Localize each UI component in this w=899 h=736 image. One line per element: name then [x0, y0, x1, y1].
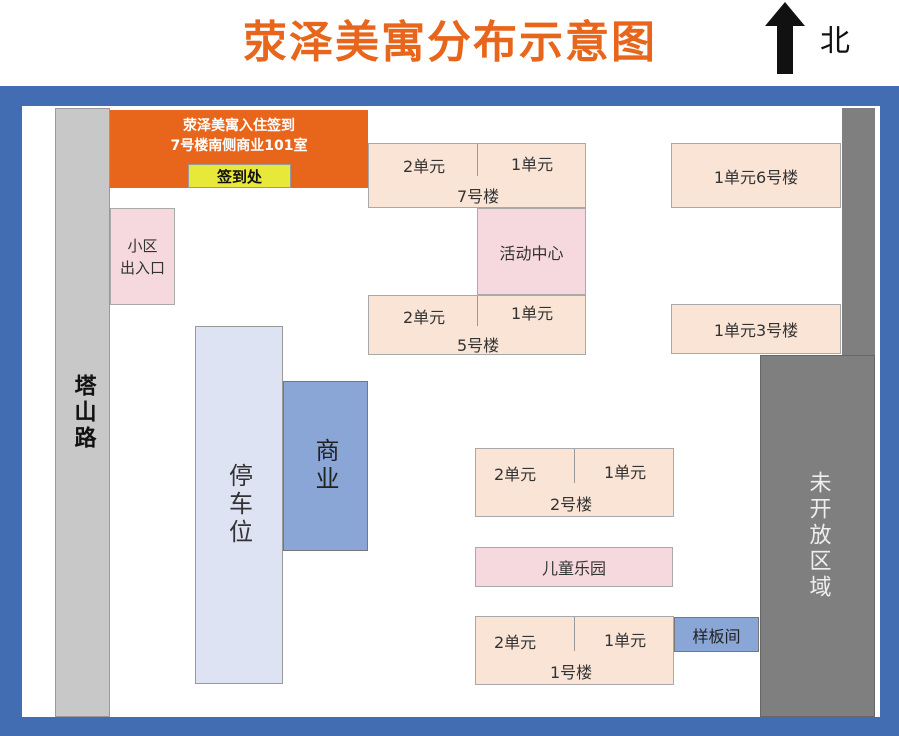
b1-unit2: 2单元	[494, 633, 537, 652]
building-6: 1单元6号楼	[671, 143, 841, 208]
building-2: 2单元 1单元 2号楼	[475, 448, 674, 517]
activity-center: 活动中心	[477, 208, 586, 295]
unopened-strip	[842, 108, 875, 358]
page-title: 荥泽美寓分布示意图	[243, 17, 657, 68]
divider	[477, 144, 478, 176]
north-arrow-icon	[765, 2, 805, 74]
checkin-line2: 7号楼南侧商业101室	[170, 138, 308, 154]
north-label: 北	[820, 24, 850, 59]
b5-unit1: 1单元	[511, 304, 554, 323]
b1-unit1: 1单元	[604, 631, 647, 650]
commerce: 商业	[283, 381, 368, 551]
building-5: 2单元 1单元 5号楼	[368, 295, 586, 355]
entrance: 小区 出入口	[110, 208, 175, 305]
b7-name: 7号楼	[457, 187, 500, 206]
b5-name: 5号楼	[457, 336, 500, 355]
checkin-line1: 荥泽美寓入住签到	[183, 118, 295, 134]
entrance-line2: 出入口	[119, 258, 165, 277]
playground: 儿童乐园	[475, 547, 673, 587]
b2-name: 2号楼	[550, 495, 593, 514]
parking: 停车位	[195, 326, 283, 684]
building-3: 1单元3号楼	[671, 304, 841, 354]
b1-name: 1号楼	[550, 663, 593, 682]
sample-room: 样板间	[674, 617, 759, 652]
b2-unit2: 2单元	[494, 465, 537, 484]
unopened-area: 未开放区域	[760, 355, 875, 717]
road-tashan: 塔山路	[55, 108, 110, 717]
divider	[574, 449, 575, 483]
b7-unit2: 2单元	[403, 157, 446, 176]
divider	[574, 617, 575, 651]
b7-unit1: 1单元	[511, 155, 554, 174]
b5-unit2: 2单元	[403, 308, 446, 327]
checkin-badge[interactable]: 签到处	[188, 164, 291, 188]
entrance-line1: 小区	[127, 236, 158, 255]
building-7: 2单元 1单元 7号楼	[368, 143, 586, 208]
b2-unit1: 1单元	[604, 463, 647, 482]
divider	[477, 296, 478, 326]
building-1: 2单元 1单元 1号楼	[475, 616, 674, 685]
